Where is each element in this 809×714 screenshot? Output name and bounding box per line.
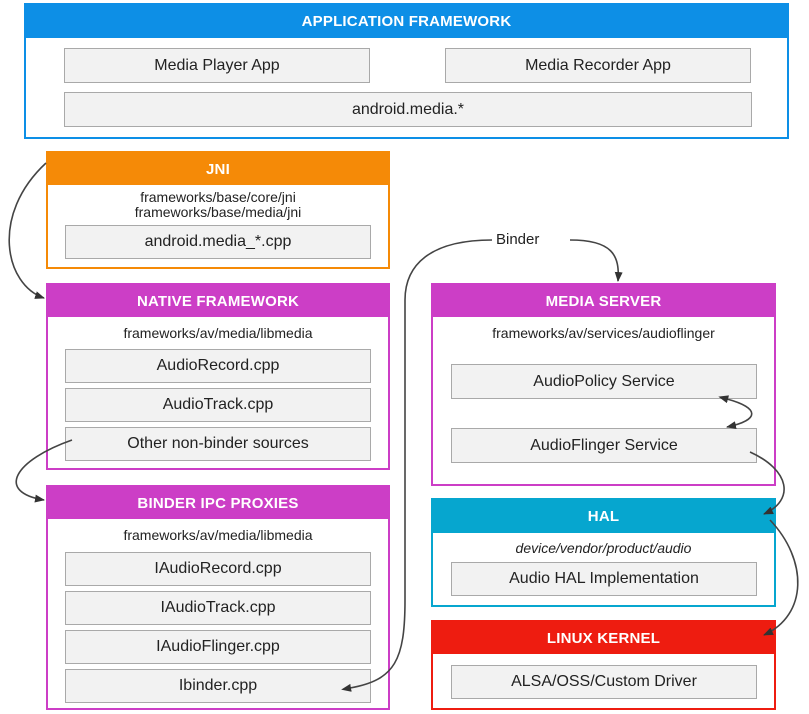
hal-header: HAL <box>433 500 774 533</box>
jni-block: JNI frameworks/base/core/jni frameworks/… <box>46 151 390 269</box>
binder-ipc-proxies-header: BINDER IPC PROXIES <box>48 487 388 519</box>
arrow-jni-to-native <box>8 162 47 299</box>
android-media-cpp-box: android.media_*.cpp <box>65 225 371 259</box>
application-framework-block: APPLICATION FRAMEWORK Media Player App M… <box>24 3 789 139</box>
hal-block: HAL device/vendor/product/audio Audio HA… <box>431 498 776 607</box>
iaudioflinger-cpp-box: IAudioFlinger.cpp <box>65 630 371 664</box>
jni-header: JNI <box>48 153 388 185</box>
iaudiorecord-cpp-box: IAudioRecord.cpp <box>65 552 371 586</box>
hal-path: device/vendor/product/audio <box>515 540 692 556</box>
audioflinger-service-box: AudioFlinger Service <box>451 428 757 463</box>
audiotrack-cpp-box: AudioTrack.cpp <box>65 388 371 422</box>
jni-path-core: frameworks/base/core/jni <box>140 189 296 205</box>
application-framework-header: APPLICATION FRAMEWORK <box>26 5 787 38</box>
media-server-path: frameworks/av/services/audioflinger <box>492 325 715 341</box>
other-non-binder-sources-box: Other non-binder sources <box>65 427 371 461</box>
native-framework-block: NATIVE FRAMEWORK frameworks/av/media/lib… <box>46 283 390 470</box>
linux-kernel-header: LINUX KERNEL <box>433 622 774 654</box>
ibinder-cpp-box: Ibinder.cpp <box>65 669 371 703</box>
android-media-box: android.media.* <box>64 92 752 127</box>
media-recorder-app-box: Media Recorder App <box>445 48 751 83</box>
native-framework-header: NATIVE FRAMEWORK <box>48 285 388 317</box>
iaudiotrack-cpp-box: IAudioTrack.cpp <box>65 591 371 625</box>
audiorecord-cpp-box: AudioRecord.cpp <box>65 349 371 383</box>
alsa-oss-custom-driver-box: ALSA/OSS/Custom Driver <box>451 665 757 699</box>
media-server-header: MEDIA SERVER <box>433 285 774 317</box>
arrow-binder-to-media-server <box>569 239 623 282</box>
jni-path-media: frameworks/base/media/jni <box>134 204 302 220</box>
binder-label: Binder <box>492 231 544 248</box>
media-player-app-box: Media Player App <box>64 48 370 83</box>
audiopolicy-service-box: AudioPolicy Service <box>451 364 757 399</box>
binder-ipc-path: frameworks/av/media/libmedia <box>123 527 313 543</box>
native-framework-path: frameworks/av/media/libmedia <box>123 325 313 341</box>
media-server-block: MEDIA SERVER frameworks/av/services/audi… <box>431 283 776 486</box>
linux-kernel-block: LINUX KERNEL ALSA/OSS/Custom Driver <box>431 620 776 710</box>
binder-ipc-proxies-block: BINDER IPC PROXIES frameworks/av/media/l… <box>46 485 390 710</box>
audio-hal-implementation-box: Audio HAL Implementation <box>451 562 757 596</box>
